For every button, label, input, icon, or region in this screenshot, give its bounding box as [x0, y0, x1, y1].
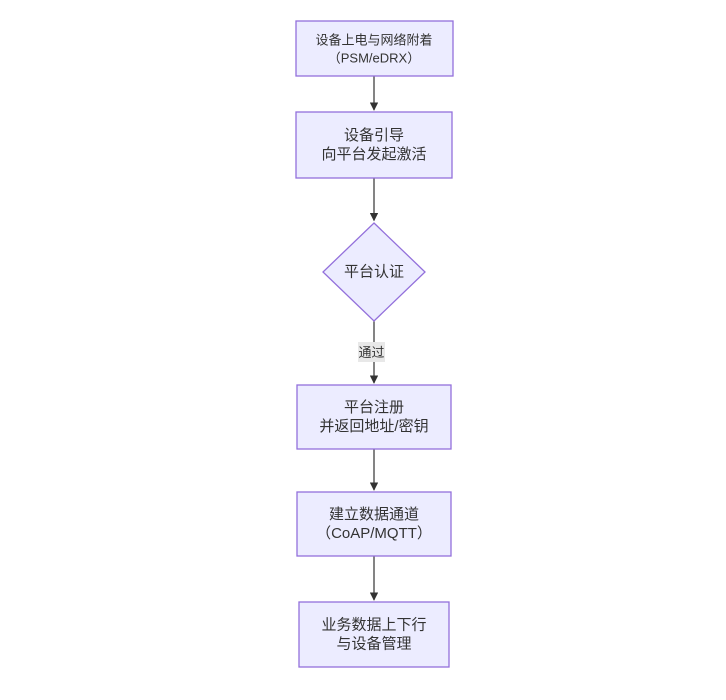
node-business-data-box [298, 601, 450, 668]
node-data-channel-box [296, 491, 452, 557]
node-platform-auth: 平台认证 [322, 222, 426, 322]
node-power-attach-line2: （PSM/eDRX） [328, 51, 420, 66]
edge-label-pass: 通过 [358, 342, 385, 362]
node-bootstrap-line2: 向平台发起激活 [321, 146, 426, 163]
node-platform-auth-label: 平台认证 [344, 264, 404, 281]
node-data-channel-line1: 建立数据通道 [329, 506, 419, 523]
node-platform-auth-diamond [322, 222, 426, 322]
node-platform-register-box [296, 384, 452, 450]
node-power-attach-box [295, 20, 454, 77]
node-bootstrap-box [295, 111, 453, 179]
node-power-attach-line1: 设备上电与网络附着 [315, 33, 432, 48]
node-power-attach: 设备上电与网络附着 （PSM/eDRX） [295, 20, 454, 77]
node-platform-register-line1: 平台注册 [344, 399, 404, 416]
node-data-channel-line2: （CoAP/MQTT） [316, 525, 432, 542]
node-platform-register: 平台注册 并返回地址/密钥 [296, 384, 452, 450]
node-business-data-line1: 业务数据上下行 [321, 617, 426, 634]
node-bootstrap: 设备引导 向平台发起激活 [295, 111, 453, 179]
node-business-data: 业务数据上下行 与设备管理 [298, 601, 450, 668]
node-bootstrap-line1: 设备引导 [344, 127, 404, 144]
node-platform-register-line2: 并返回地址/密钥 [319, 418, 428, 435]
node-data-channel: 建立数据通道 （CoAP/MQTT） [296, 491, 452, 557]
edge-label-pass-bg [358, 342, 385, 362]
node-business-data-line2: 与设备管理 [336, 636, 411, 653]
edge-label-pass-text: 通过 [358, 345, 384, 360]
